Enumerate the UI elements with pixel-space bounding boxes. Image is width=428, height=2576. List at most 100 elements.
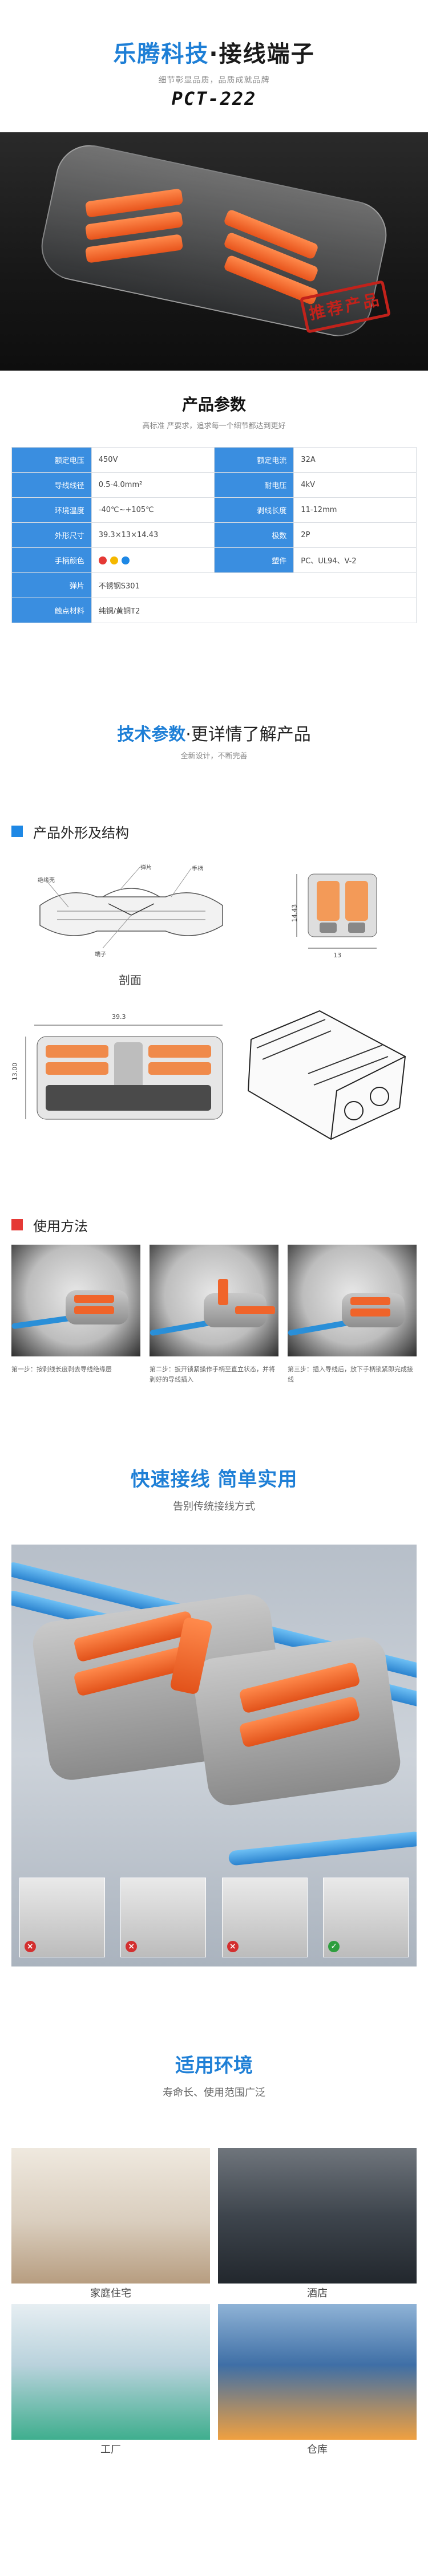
hotel-photo bbox=[218, 2148, 417, 2284]
usage-steps: 第一步：按剥线长度剥去导线绝缘层 第二步：扳开锁紧操作手柄至直立状态，并将剥好的… bbox=[0, 1364, 428, 1385]
product-category: 接线端子 bbox=[219, 41, 315, 67]
params-title: 产品参数 bbox=[181, 395, 246, 414]
env-label: 工厂 bbox=[100, 2444, 121, 2456]
param-value: 39.3×13×14.43 bbox=[91, 522, 215, 548]
handle-color-swatches bbox=[91, 547, 215, 573]
usage-heading-square bbox=[11, 1219, 23, 1230]
env-item-warehouse: 仓库 bbox=[218, 2304, 417, 2460]
tech-title: 技术参数·更详情了解产品 bbox=[0, 720, 428, 745]
param-value: 32A bbox=[293, 447, 417, 473]
table-row: 外形尺寸 39.3×13×14.43 极数 2P bbox=[11, 522, 417, 548]
param-key: 弹片 bbox=[11, 572, 92, 598]
env-item-factory: 工厂 bbox=[11, 2304, 210, 2460]
warehouse-photo bbox=[218, 2304, 417, 2440]
tech-subtitle: 全新设计，不断完善 bbox=[180, 752, 248, 761]
technical-drawings: 弹片 手柄 绝缘壳 端子 剖面 14.43 13 39. bbox=[0, 846, 428, 1210]
product-detail-page: 乐腾科技·接线端子 细节彰显品质，品质成就品牌 PCT-222 推荐产品 产品参… bbox=[0, 0, 428, 2460]
params-table: 额定电压 450V 额定电流 32A 导线线径 0.5-4.0mm² 耐电压 4… bbox=[11, 447, 417, 623]
home-photo bbox=[11, 2148, 210, 2284]
front-view-drawing bbox=[296, 873, 377, 949]
handle-color-blue bbox=[121, 556, 130, 564]
tech-header: 技术参数·更详情了解产品 全新设计，不断完善 bbox=[0, 623, 428, 817]
param-value: 450V bbox=[91, 447, 215, 473]
env-grid: 家庭住宅 酒店 工厂 仓库 bbox=[0, 2148, 428, 2460]
param-key: 外形尺寸 bbox=[11, 522, 92, 548]
env-subtitle: 寿命长、使用范围广泛 bbox=[163, 2087, 265, 2099]
env-title: 适用环境 bbox=[175, 2054, 253, 2077]
env-label: 酒店 bbox=[307, 2287, 328, 2299]
cut-label-left: 绝缘壳 bbox=[38, 877, 55, 884]
usage-step-1-photo bbox=[11, 1245, 140, 1356]
page-subtitle: 细节彰显品质，品质成就品牌 bbox=[158, 76, 270, 85]
dim-side: 13.00 bbox=[11, 1062, 19, 1081]
dims-heading-square bbox=[11, 826, 23, 837]
param-value: 2P bbox=[293, 522, 417, 548]
page-title: 乐腾科技·接线端子 bbox=[0, 35, 428, 68]
factory-photo bbox=[11, 2304, 210, 2440]
cut-label-top: 弹片 bbox=[140, 865, 152, 871]
param-key: 触点材料 bbox=[11, 598, 92, 623]
param-key: 导线线径 bbox=[11, 472, 92, 498]
usage-step-2-text: 第二步：扳开锁紧操作手柄至直立状态，并将剥好的导线插入 bbox=[150, 1366, 275, 1383]
hero-product-photo: 推荐产品 bbox=[0, 132, 428, 371]
usage-step-3-photo bbox=[288, 1245, 417, 1356]
table-row: 导线线径 0.5-4.0mm² 耐电压 4kV bbox=[11, 472, 417, 498]
table-row: 弹片 不锈钢S301 bbox=[11, 572, 417, 598]
param-key: 手柄颜色 bbox=[11, 547, 92, 573]
blue-wire bbox=[228, 1831, 417, 1866]
usage-photos bbox=[0, 1245, 428, 1356]
cross-mark-icon: × bbox=[227, 1941, 239, 1952]
table-row: 手柄颜色 塑件 PC、UL94、V-2 bbox=[11, 547, 417, 573]
param-value: PC、UL94、V-2 bbox=[293, 547, 417, 573]
quick-subtitle: 告别传统接线方式 bbox=[173, 1501, 255, 1513]
usage-step-3-text: 第三步：插入导线后，放下手柄锁紧即完成接线 bbox=[288, 1366, 413, 1383]
handle-color-yellow bbox=[110, 556, 118, 564]
orange-lever bbox=[350, 1309, 390, 1317]
tech-title-rest: ·更详情了解产品 bbox=[185, 725, 311, 745]
thumb-messy-wires: × bbox=[221, 1878, 308, 1957]
param-value: 4kV bbox=[293, 472, 417, 498]
section-caption: 剖面 bbox=[119, 973, 142, 987]
usage-step-1-text: 第一步：按剥线长度剥去导线绝缘层 bbox=[11, 1366, 112, 1373]
orange-lever bbox=[350, 1297, 390, 1305]
param-value: 纯铜/黄铜T2 bbox=[91, 598, 417, 623]
model-number: PCT-222 bbox=[171, 88, 257, 109]
env-item-home: 家庭住宅 bbox=[11, 2148, 210, 2304]
cross-mark-icon: × bbox=[126, 1941, 138, 1952]
env-label: 家庭住宅 bbox=[90, 2287, 131, 2299]
tech-title-main: 技术参数 bbox=[117, 725, 186, 745]
handle-color-red bbox=[98, 556, 107, 564]
usage-step-2-photo bbox=[150, 1245, 278, 1356]
cut-label-right: 手柄 bbox=[192, 866, 203, 872]
env-header: 适用环境 寿命长、使用范围广泛 bbox=[0, 1966, 428, 2148]
cut-label-mid: 端子 bbox=[95, 952, 106, 958]
orange-lever bbox=[235, 1306, 275, 1314]
dims-heading-text: 产品外形及结构 bbox=[33, 824, 129, 841]
cross-mark-icon: × bbox=[24, 1941, 36, 1952]
usage-heading: 使用方法 bbox=[0, 1210, 428, 1239]
orange-lever bbox=[74, 1295, 114, 1303]
comparison-thumbnails: × × × ✓ bbox=[11, 1878, 417, 1957]
param-key: 极数 bbox=[213, 522, 294, 548]
param-key: 额定电压 bbox=[11, 447, 92, 473]
table-row: 触点材料 纯铜/黄铜T2 bbox=[11, 598, 417, 623]
brand-name: 乐腾科技 bbox=[113, 41, 209, 67]
page-header: 乐腾科技·接线端子 细节彰显品质，品质成就品牌 PCT-222 bbox=[0, 0, 428, 132]
dim-height: 14.43 bbox=[290, 904, 298, 923]
quick-wiring-photo: × × × ✓ bbox=[11, 1545, 417, 1966]
title-separator: · bbox=[209, 41, 219, 67]
top-view-drawing bbox=[25, 1025, 223, 1120]
env-label: 仓库 bbox=[307, 2444, 328, 2456]
table-row: 环境温度 -40℃~+105℃ 剥线长度 11-12mm bbox=[11, 497, 417, 523]
orange-lever-raised bbox=[218, 1279, 228, 1305]
usage-heading-text: 使用方法 bbox=[33, 1218, 88, 1234]
params-table-wrap: 额定电压 450V 额定电流 32A 导线线径 0.5-4.0mm² 耐电压 4… bbox=[0, 447, 428, 623]
param-key: 额定电流 bbox=[213, 447, 294, 473]
params-header: 产品参数 高标准 严要求，追求每一个细节都达到更好 bbox=[0, 371, 428, 447]
thumb-pliers: × bbox=[19, 1878, 105, 1957]
param-value: -40℃~+105℃ bbox=[91, 497, 215, 523]
table-row: 额定电压 450V 额定电流 32A bbox=[11, 447, 417, 473]
param-key: 环境温度 bbox=[11, 497, 92, 523]
param-key: 耐电压 bbox=[213, 472, 294, 498]
cross-section-drawing bbox=[39, 867, 223, 949]
